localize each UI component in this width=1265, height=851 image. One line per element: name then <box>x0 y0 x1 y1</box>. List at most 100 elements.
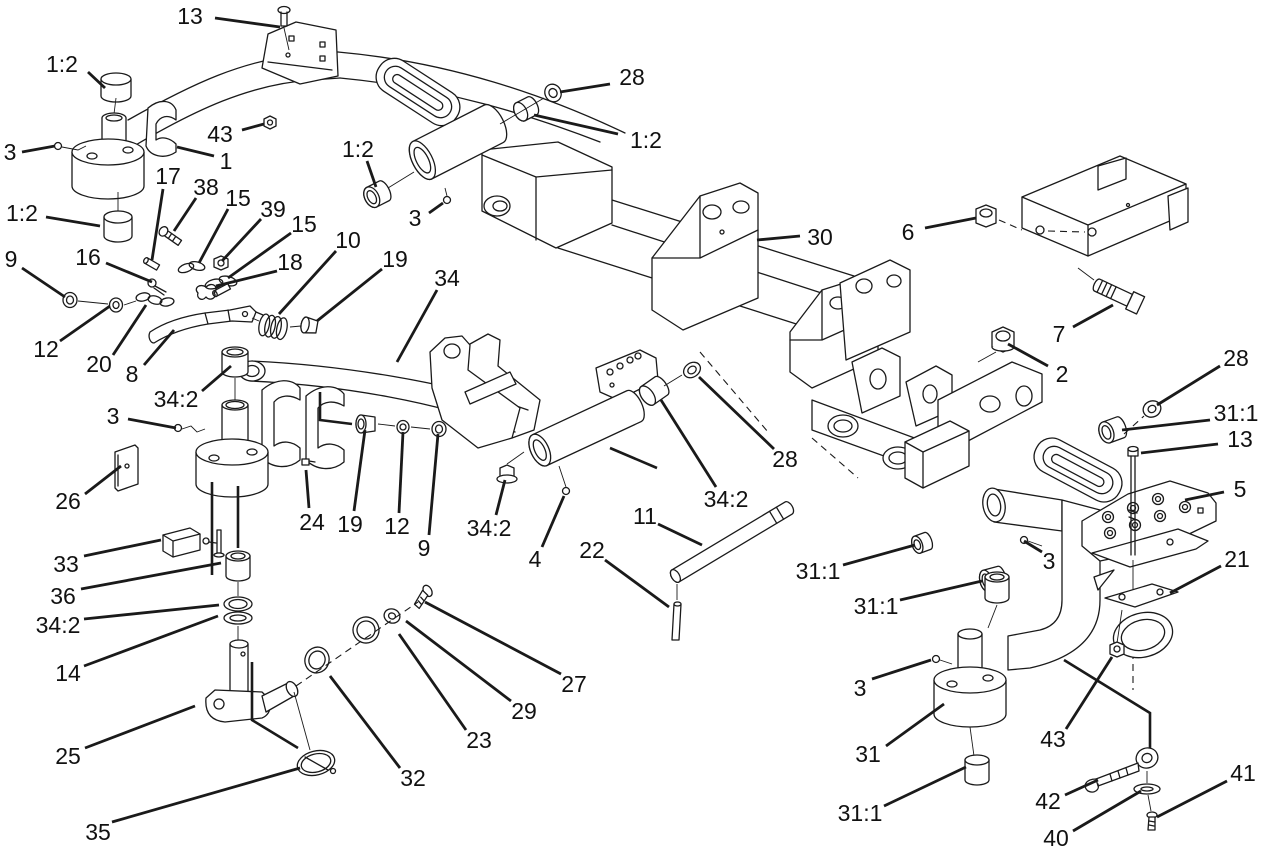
callout-label: 6 <box>902 219 915 245</box>
callout-label: 33 <box>53 551 79 577</box>
callout-label: 27 <box>561 671 587 697</box>
callout-3-2: 3 <box>4 139 56 165</box>
callout-29-57: 29 <box>405 619 537 724</box>
callout-label: 15 <box>225 185 251 211</box>
callout-label: 3 <box>1043 548 1056 574</box>
callout-label: 1:2 <box>342 136 374 162</box>
callout-28-35: 28 <box>1156 345 1249 407</box>
bushing-1-2-mid <box>363 180 392 209</box>
callout-label: 20 <box>86 351 112 377</box>
callout-leader-line <box>871 658 932 681</box>
callout-34-26: 34 <box>395 265 460 363</box>
callout-10-11: 10 <box>277 227 361 315</box>
callout-9-14: 9 <box>5 246 66 299</box>
callout-label: 12 <box>384 513 410 539</box>
callout-leader-line <box>111 304 148 356</box>
callout-label: 28 <box>1223 345 1249 371</box>
callout-leader-line <box>83 614 219 668</box>
callout-label: 21 <box>1224 546 1250 572</box>
callout-12-24: 12 <box>384 431 410 539</box>
callout-label: 36 <box>50 583 76 609</box>
callout-label: 9 <box>5 246 18 272</box>
callout-leader-line <box>604 558 670 609</box>
callout-leader-line <box>87 70 106 90</box>
part-left-spindle <box>53 72 145 243</box>
callout-leader-line <box>365 160 378 188</box>
callout-39-9: 39 <box>220 196 286 262</box>
callout-19-23: 19 <box>337 429 367 537</box>
callout-leader-line <box>424 600 562 676</box>
callout-label: 3 <box>854 675 867 701</box>
callout-32-55: 32 <box>328 675 426 791</box>
callout-leader-line <box>756 234 801 242</box>
callout-19-12: 19 <box>316 246 408 323</box>
callout-label: 22 <box>579 537 605 563</box>
callout-36-50: 36 <box>50 561 222 609</box>
callout-leader-line <box>59 304 111 343</box>
callout-40-64: 40 <box>1043 789 1142 851</box>
callout-label: 18 <box>277 249 303 275</box>
callout-24-22: 24 <box>299 469 325 535</box>
callout-21-39: 21 <box>1169 546 1250 595</box>
callout-28-27: 28 <box>559 64 645 94</box>
callout-leader-line <box>352 429 367 512</box>
callout-label: 16 <box>75 244 101 270</box>
callout-leader-line <box>397 431 405 514</box>
callout-12-16: 12 <box>33 304 111 362</box>
callout-label: 34 <box>434 265 460 291</box>
callout-label: 40 <box>1043 825 1069 851</box>
part-cap-35 <box>296 749 337 777</box>
callout-label: 19 <box>382 246 408 272</box>
bolt-3-mid <box>442 195 452 205</box>
callout-label: 30 <box>807 224 833 250</box>
callout-30-31: 30 <box>756 224 833 250</box>
callout-26-21: 26 <box>55 464 122 514</box>
callout-leader-line <box>885 702 945 748</box>
callout-34-2-19: 34:2 <box>154 364 232 412</box>
callout-leader-line <box>533 113 619 136</box>
callout-label: 10 <box>335 227 361 253</box>
callout-3-30: 3 <box>409 201 444 231</box>
part-right-spindle <box>931 571 1161 831</box>
callout-41-65: 41 <box>1156 760 1256 819</box>
callout-leader-line <box>428 201 444 215</box>
callout-label: 8 <box>126 361 139 387</box>
callout-11-44: 11 <box>633 503 703 547</box>
callout-label: 39 <box>260 196 286 222</box>
callout-label: 31:1 <box>1214 400 1259 426</box>
callout-leader-line <box>21 144 56 154</box>
callout-label: 34:2 <box>704 486 749 512</box>
callout-31-1-48: 31:1 <box>854 579 983 619</box>
part-link-42 <box>1084 747 1159 793</box>
callout-9-25: 9 <box>418 433 440 561</box>
callout-leader-line <box>1064 778 1099 797</box>
callout-leader-line <box>494 479 507 516</box>
callout-leader-line <box>1156 364 1221 407</box>
part-hitch-bracket <box>975 155 1189 315</box>
bolt-27 <box>413 584 433 610</box>
callout-28-46: 28 <box>698 375 798 472</box>
callout-leader-line <box>924 216 977 230</box>
callout-4-42: 4 <box>529 495 566 572</box>
callout-label: 17 <box>155 163 181 189</box>
part-bracket-21 <box>1104 583 1179 659</box>
callout-leader-line <box>201 364 232 393</box>
callout-leader-line <box>227 231 292 280</box>
callout-7-33: 7 <box>1053 303 1114 347</box>
callout-leader-line <box>45 215 101 228</box>
callout-label: 31:1 <box>838 800 883 826</box>
callout-31-1-47: 31:1 <box>796 543 916 584</box>
screw-41 <box>1146 811 1158 831</box>
callout-38-7: 38 <box>172 174 219 232</box>
callout-leader-line <box>172 197 198 232</box>
callout-label: 29 <box>511 698 537 724</box>
callout-leader-line <box>83 603 220 621</box>
callout-22-43: 22 <box>579 537 670 609</box>
callout-label: 13 <box>177 3 203 29</box>
part-left-lift-arm <box>127 5 626 209</box>
callout-label: 38 <box>193 174 219 200</box>
nut-6 <box>975 204 997 228</box>
part-center-hardware <box>609 361 1007 641</box>
